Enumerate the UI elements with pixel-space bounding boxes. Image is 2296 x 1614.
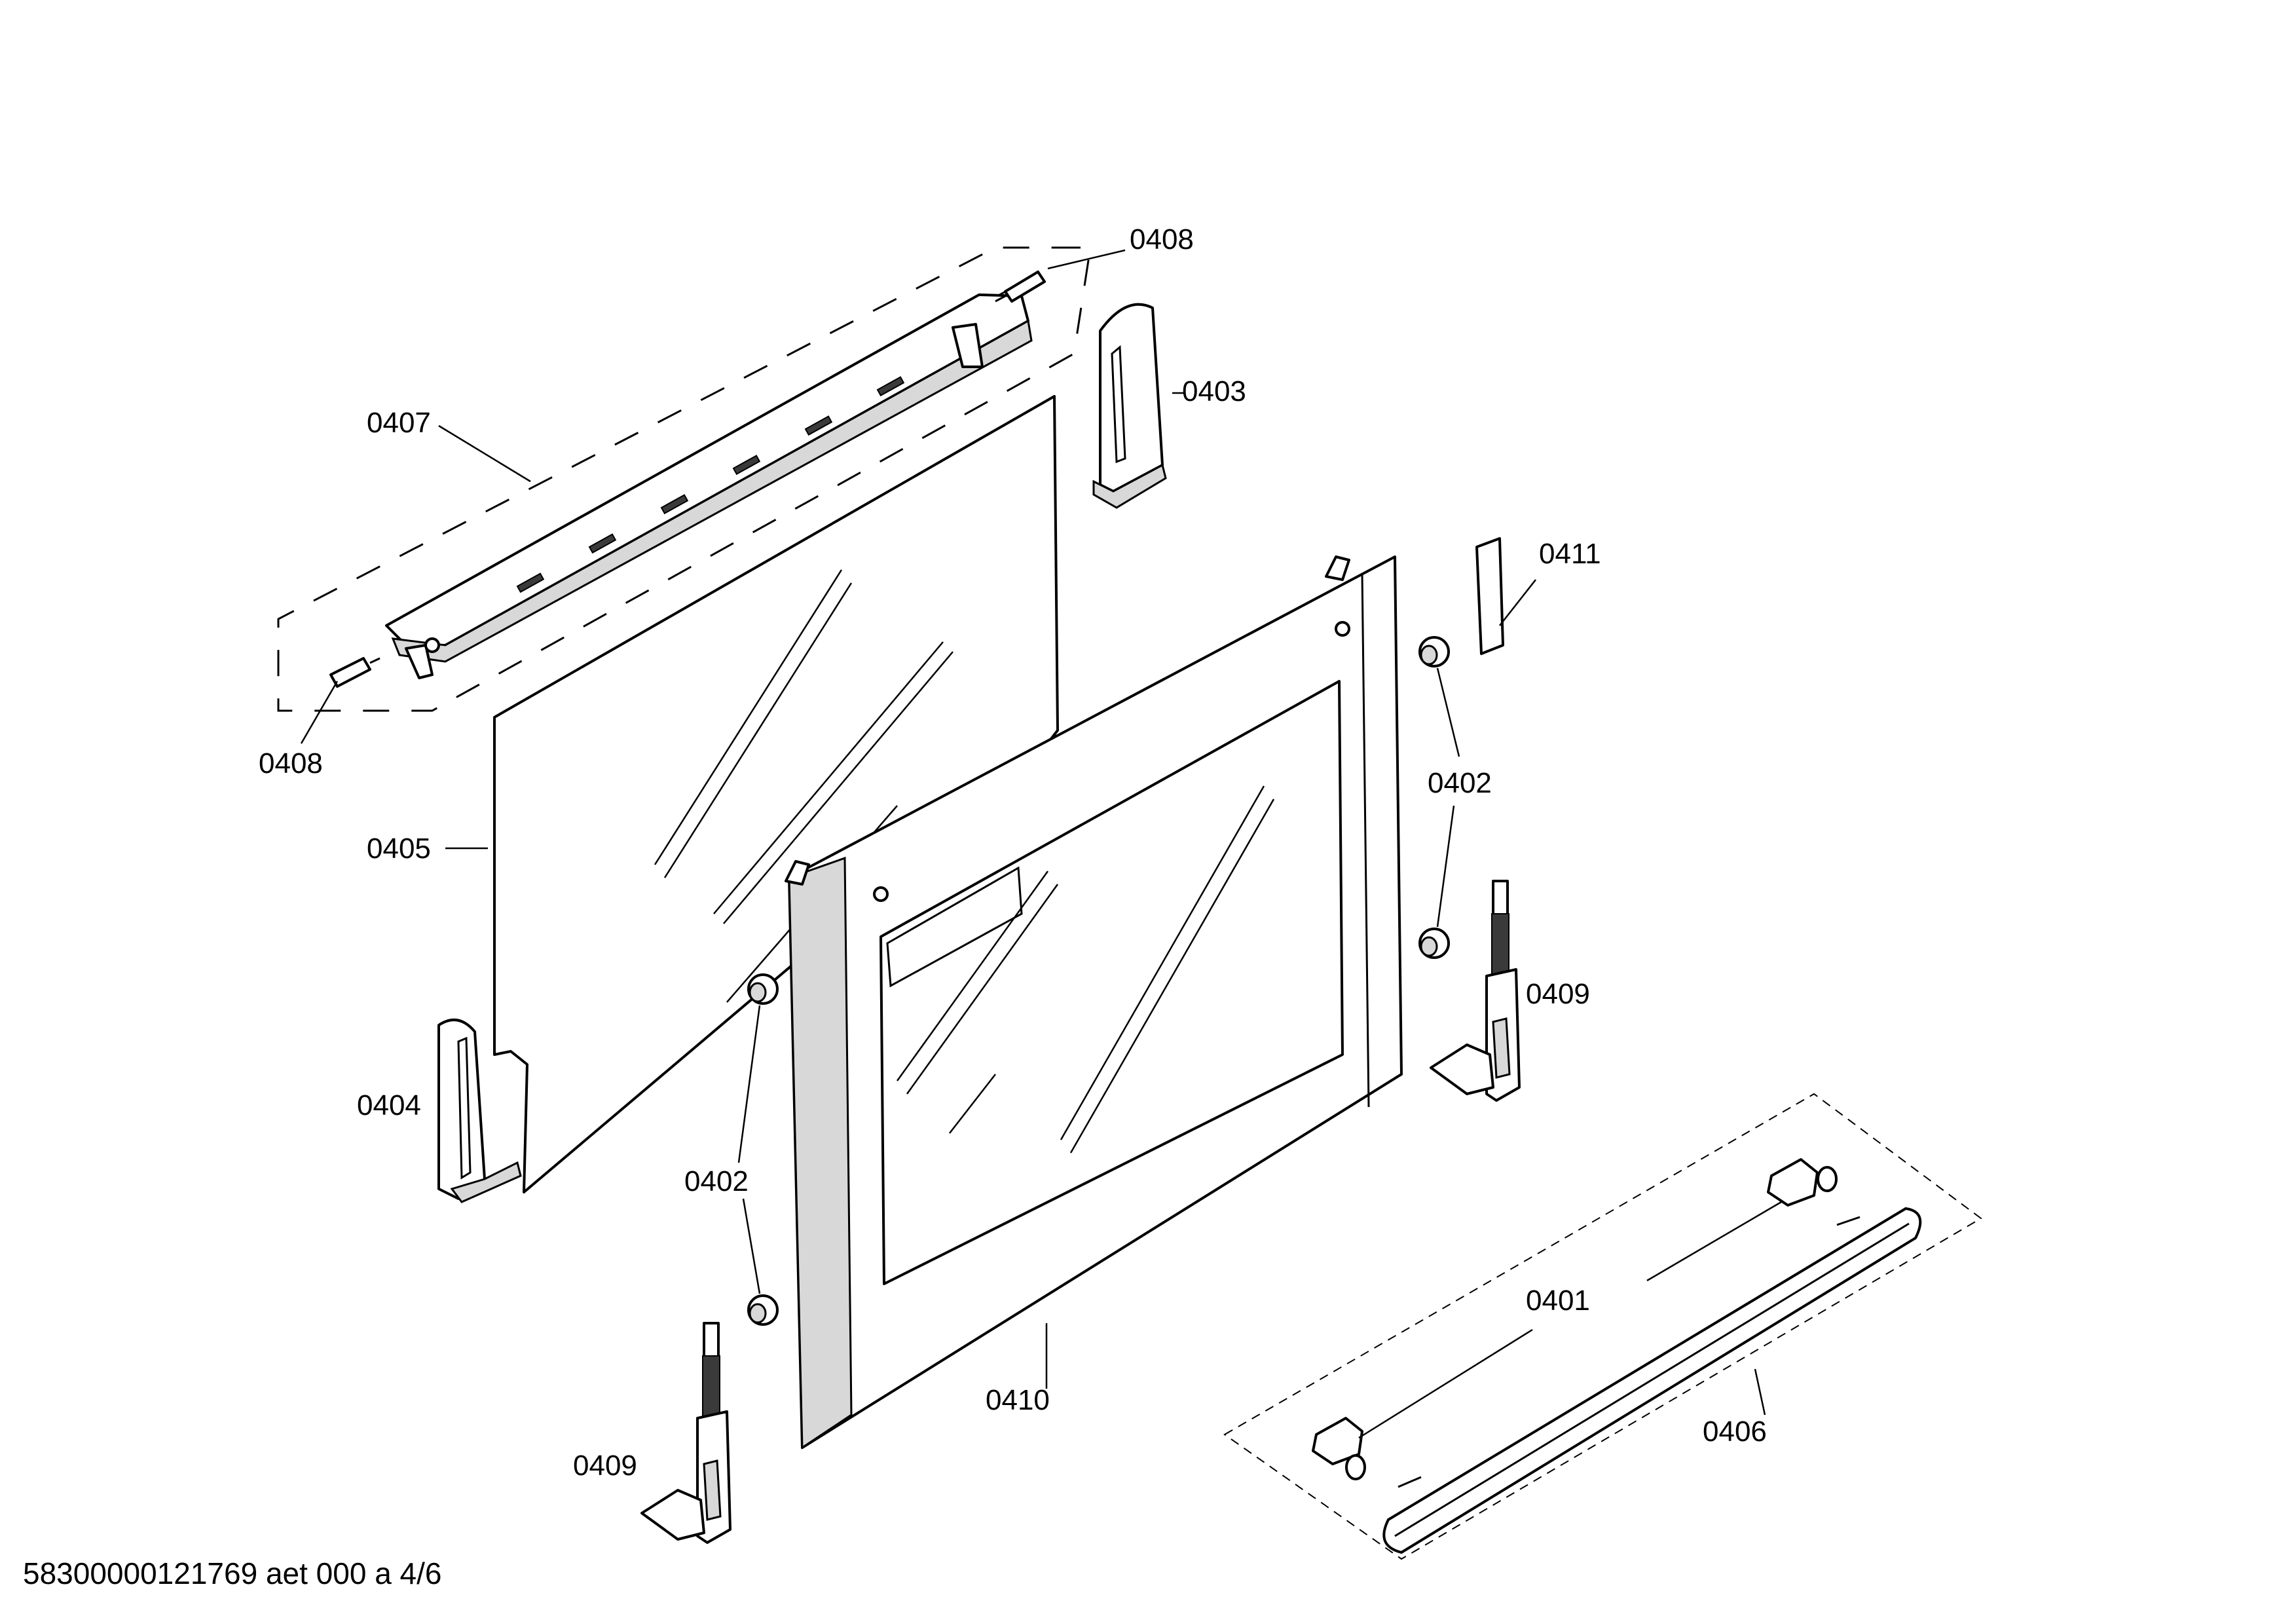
pin-0408-left xyxy=(329,657,380,688)
leader-lines xyxy=(300,249,1782,1439)
hinge-0409-right xyxy=(1430,880,1521,1102)
hinge-0409-left xyxy=(640,1322,731,1544)
door-window-outline xyxy=(880,680,1344,1285)
leader-0402-left-a xyxy=(737,1005,761,1163)
trim-strip-hole xyxy=(424,637,440,653)
hinge-plate xyxy=(640,1489,705,1541)
inner-glass-panel-0405 xyxy=(493,395,1059,1193)
handle-mount-right xyxy=(1767,1158,1819,1207)
trim-strip-end-tab-left xyxy=(405,644,434,679)
buffer-0402-right-top xyxy=(1418,636,1450,667)
outer-door-frame-0410 xyxy=(785,555,1403,1450)
bracket-body xyxy=(1099,303,1164,493)
handle-mount-left xyxy=(1312,1417,1363,1465)
pin-body xyxy=(329,657,371,688)
hinge-pin xyxy=(703,1322,720,1361)
clip-body xyxy=(1475,537,1504,655)
buffer-0402-left-top xyxy=(747,973,779,1005)
door-left-edge xyxy=(788,856,853,1450)
leader-0407 xyxy=(438,424,531,483)
bracket-foot xyxy=(1092,463,1167,509)
callout-0408-left: 0408 xyxy=(259,747,323,779)
callout-0401: 0401 xyxy=(1526,1285,1590,1317)
pin-body xyxy=(1004,271,1046,303)
leader-0401-right xyxy=(1646,1201,1782,1282)
callout-0402-right: 0402 xyxy=(1428,767,1492,799)
leader-0401-left xyxy=(1358,1328,1533,1439)
callout-0410: 0410 xyxy=(986,1384,1050,1416)
document-id-footer: 58300000121769 aet 000 a 4/6 xyxy=(23,1556,442,1590)
hinge-spring xyxy=(1491,913,1509,980)
callout-0409-right: 0409 xyxy=(1526,978,1590,1010)
trim-strip-end-tab-right xyxy=(952,323,984,368)
callout-0403: 0403 xyxy=(1182,375,1246,407)
leader-0408-left xyxy=(300,681,339,744)
callout-0405: 0405 xyxy=(367,833,431,865)
callout-0402-left: 0402 xyxy=(684,1165,749,1197)
hinge-plate xyxy=(1430,1043,1494,1095)
handle-dashed-outline xyxy=(1223,1093,1982,1560)
leader-0408-top xyxy=(1047,249,1126,270)
glass-reflection xyxy=(654,569,843,865)
glass-panel-outline xyxy=(493,395,1059,1193)
callout-0406: 0406 xyxy=(1703,1416,1767,1448)
callout-0411: 0411 xyxy=(1539,538,1601,570)
trim-strip-vents xyxy=(516,376,905,593)
leader-0402-left-b xyxy=(742,1198,761,1294)
top-trim-strip-0407 xyxy=(385,293,1033,679)
leader-0402-right-b xyxy=(1436,805,1455,928)
callout-0409-left: 0409 xyxy=(573,1450,637,1482)
door-hole-right xyxy=(1335,621,1350,637)
buffer-0402-left-bottom xyxy=(747,1294,779,1326)
side-bracket-0404 xyxy=(437,1019,522,1203)
leader-0406 xyxy=(1754,1368,1766,1416)
assembly-dashed-outline xyxy=(277,246,1092,712)
handle-assembly xyxy=(1223,1093,1982,1560)
callout-labels: 0408 0407 0403 0411 0408 0402 0405 0409 … xyxy=(259,223,1767,1482)
callout-0408-top: 0408 xyxy=(1130,223,1194,255)
door-hole-left xyxy=(873,886,889,902)
hinge-pin xyxy=(1492,880,1509,918)
hinge-spring xyxy=(702,1355,720,1422)
leader-0402-right-a xyxy=(1436,667,1460,757)
leader-0411 xyxy=(1499,579,1536,626)
bracket-foot xyxy=(450,1161,522,1203)
pin-0408-top xyxy=(995,271,1046,303)
side-bracket-0403 xyxy=(1092,303,1167,509)
callout-0404: 0404 xyxy=(357,1089,421,1121)
callout-0407: 0407 xyxy=(367,407,431,439)
clip-0411 xyxy=(1475,537,1504,655)
buffer-0402-right-bottom xyxy=(1418,928,1450,959)
